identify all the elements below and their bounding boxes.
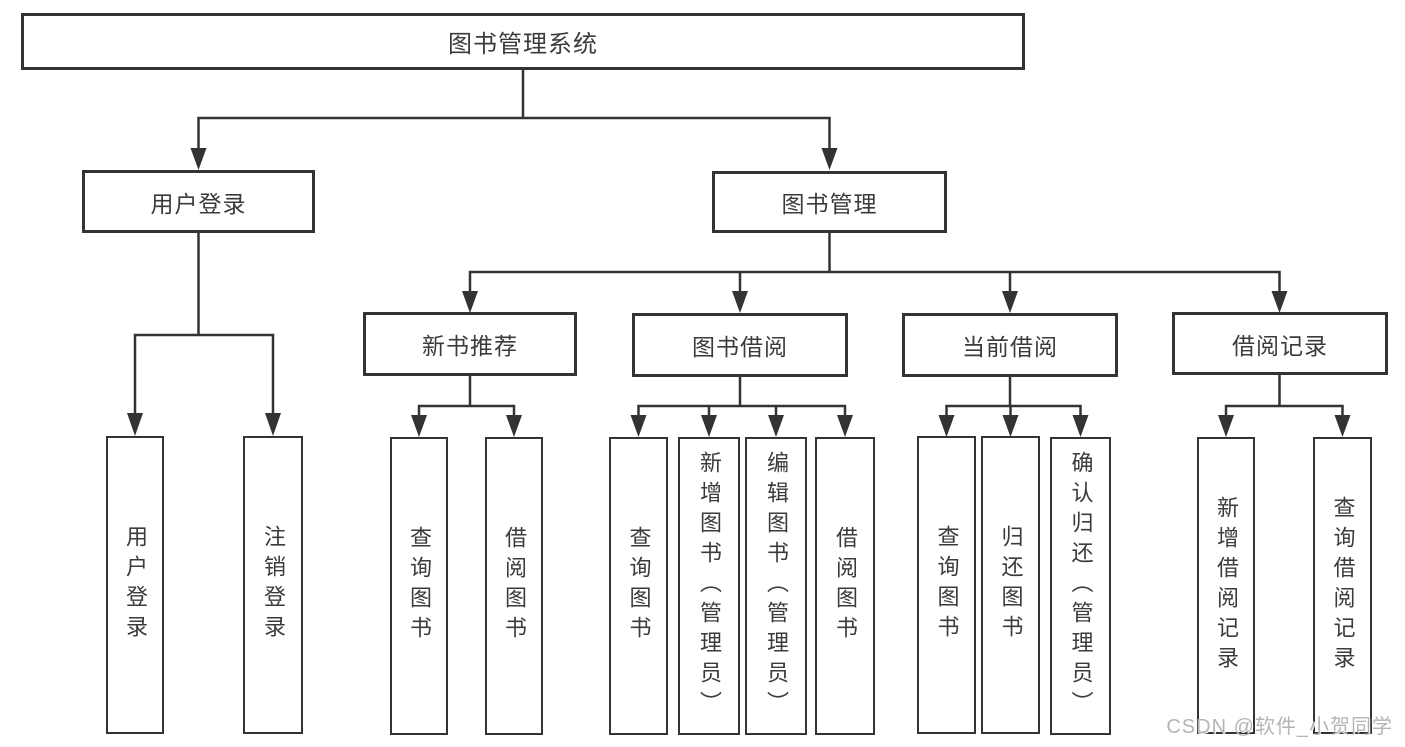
node-label: 图书借阅 — [692, 334, 788, 360]
node-borrow-records: 借阅记录 — [1172, 312, 1388, 375]
node-label: 用户登录 — [123, 525, 148, 645]
arrow-leaf-login — [127, 413, 143, 436]
arrow-book-borrow — [732, 291, 748, 313]
edge-recommend-bar — [417, 404, 516, 416]
node-leaf-user-login: 用户登录 — [106, 436, 164, 734]
node-leaf-records-query-record: 查询借阅记录 — [1313, 437, 1372, 734]
arrow-current-confirm — [1072, 415, 1089, 437]
arrow-book-management — [821, 148, 838, 170]
node-label: 图书管理系统 — [448, 31, 598, 58]
node-label: 查询借阅记录 — [1330, 495, 1356, 676]
arrow-current-query — [938, 415, 955, 437]
node-leaf-borrow-edit-books-admin: 编辑图书（管理员） — [745, 437, 807, 735]
node-label: 新增图书（管理员） — [697, 451, 722, 721]
node-label: 查询图书 — [934, 525, 960, 645]
node-label: 确认归还（管理员） — [1068, 451, 1094, 721]
arrow-borrow-edit — [768, 415, 784, 437]
arrow-borrow-records — [1271, 291, 1288, 313]
node-label: 借阅图书 — [833, 526, 858, 646]
node-leaf-borrow-add-books-admin: 新增图书（管理员） — [678, 437, 740, 735]
edge-records-bar — [1224, 404, 1344, 416]
node-label: 借阅记录 — [1232, 332, 1328, 359]
node-leaf-current-return-books: 归还图书 — [981, 436, 1040, 734]
node-label: 新增借阅记录 — [1214, 495, 1239, 676]
node-leaf-current-query-books: 查询图书 — [917, 436, 976, 734]
node-label: 注销登录 — [261, 525, 286, 645]
node-leaf-current-confirm-return-admin: 确认归还（管理员） — [1050, 437, 1111, 735]
arrow-borrow-query — [630, 415, 647, 437]
node-label: 编辑图书（管理员） — [764, 451, 789, 721]
arrow-recommend-borrow — [506, 415, 522, 437]
node-book-borrow: 图书借阅 — [632, 313, 848, 377]
node-book-management: 图书管理 — [712, 171, 947, 233]
arrow-records-add — [1218, 415, 1234, 437]
edge-level2-bar — [197, 116, 831, 149]
edge-current-bar — [945, 404, 1082, 416]
csdn-watermark: CSDN @软件_小贺同学 — [1166, 716, 1393, 738]
arrow-leaf-logout — [265, 413, 281, 436]
node-label: 查询图书 — [407, 526, 432, 646]
arrow-records-query — [1334, 415, 1351, 437]
node-leaf-borrow-borrow-books: 借阅图书 — [815, 437, 875, 735]
edge-level3-bar — [468, 270, 1281, 292]
node-label: 当前借阅 — [962, 334, 1058, 360]
node-leaf-recommend-borrow-books: 借阅图书 — [485, 437, 543, 735]
node-label: 用户登录 — [150, 190, 247, 217]
edge-user-login-bar — [133, 333, 275, 414]
node-leaf-logout: 注销登录 — [243, 436, 303, 734]
node-leaf-recommend-query-books: 查询图书 — [390, 437, 448, 735]
arrow-current-return — [1002, 415, 1019, 437]
node-current-borrow: 当前借阅 — [902, 313, 1118, 377]
node-new-book-recommend: 新书推荐 — [363, 312, 577, 376]
node-label: 归还图书 — [998, 525, 1024, 645]
node-label: 图书管理 — [781, 191, 878, 217]
arrow-current-borrow — [1002, 291, 1018, 313]
node-user-login: 用户登录 — [82, 170, 315, 233]
node-library-management-system: 图书管理系统 — [21, 13, 1025, 70]
node-label: 借阅图书 — [502, 526, 527, 646]
node-leaf-borrow-query-books: 查询图书 — [609, 437, 668, 735]
arrow-borrow-borrow — [837, 415, 853, 437]
node-label: 查询图书 — [626, 526, 652, 646]
arrow-user-login — [190, 148, 207, 170]
arrow-borrow-add — [701, 415, 717, 437]
arrow-new-book-recommend — [462, 291, 478, 313]
node-leaf-records-add-record: 新增借阅记录 — [1197, 437, 1255, 734]
edge-borrow-bar — [637, 404, 847, 416]
arrow-recommend-query — [411, 415, 427, 437]
node-label: 新书推荐 — [422, 333, 518, 359]
